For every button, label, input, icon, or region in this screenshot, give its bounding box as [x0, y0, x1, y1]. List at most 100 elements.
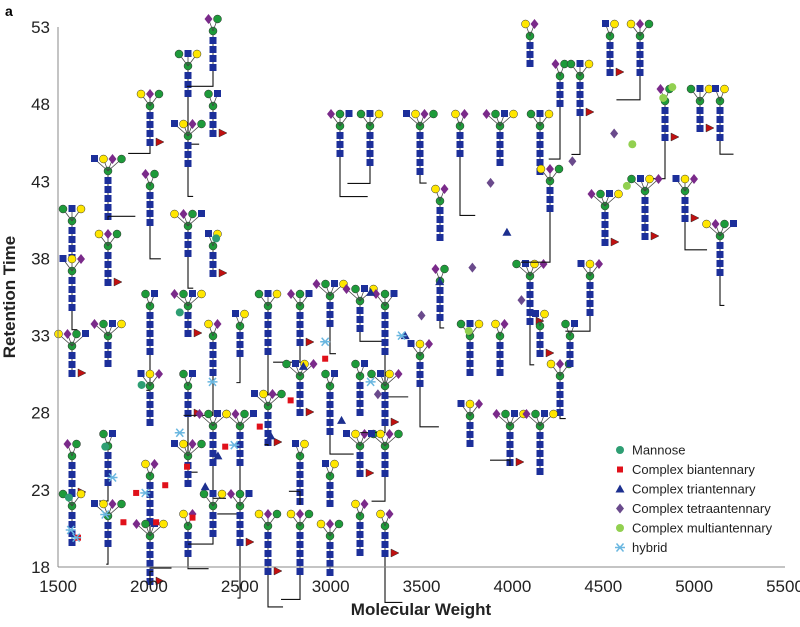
glycan-circle: [58, 204, 68, 214]
glycan-square: [104, 252, 112, 259]
x-tick-label: 4500: [584, 577, 622, 596]
glycan-square: [381, 541, 389, 548]
glycan-square: [209, 490, 217, 497]
glycan-structure: [58, 204, 86, 261]
glycan-circle: [117, 319, 126, 329]
glycan-square: [381, 330, 389, 337]
glycan-structure: [351, 499, 369, 556]
data-point: [517, 295, 526, 306]
glycan-diamond: [360, 429, 369, 439]
glycan-circle: [585, 259, 595, 269]
connector-line: [521, 212, 551, 263]
glycan-square: [416, 159, 424, 166]
glycan-square: [403, 110, 410, 117]
glycan-square: [189, 290, 196, 297]
legend-marker: [615, 484, 625, 493]
glycan-structure: [132, 519, 168, 586]
glycan-square: [146, 112, 154, 119]
glycan-structure: [627, 174, 663, 241]
data-point: [207, 377, 218, 387]
glycan-square: [296, 339, 304, 346]
glycan-square: [436, 305, 444, 312]
glycan-square: [381, 312, 389, 319]
glycan-structure: [227, 489, 255, 599]
glycan-circle: [526, 109, 536, 119]
glycan-circle: [112, 229, 122, 239]
glycan-square: [436, 216, 444, 223]
connector-line: [565, 316, 591, 332]
glycan-circle: [334, 519, 344, 529]
glycan-square: [326, 419, 334, 426]
glycan-structure: [91, 154, 136, 220]
glycan-square: [641, 215, 649, 222]
data-point: [65, 525, 76, 535]
legend-item: Mannose: [616, 443, 685, 458]
connector-line: [273, 346, 301, 363]
glycan-square: [381, 419, 389, 426]
connector-line: [187, 257, 194, 289]
glycan-square: [356, 470, 364, 477]
glycan-circle: [380, 289, 390, 299]
glycan-diamond: [309, 359, 318, 369]
glycan-square: [184, 72, 192, 79]
glycan-square: [236, 432, 244, 439]
glycan-triangle: [155, 576, 165, 586]
glycan-square: [556, 391, 564, 398]
glycan-square: [336, 141, 344, 148]
glycan-square: [672, 175, 680, 182]
glycan-square: [381, 348, 389, 355]
glycan-square: [236, 530, 244, 537]
glycan-square: [636, 51, 644, 58]
glycan-square: [245, 490, 253, 497]
glycan-square: [636, 42, 644, 49]
glycan-circle: [141, 519, 150, 529]
y-tick-label: 43: [31, 172, 50, 191]
glycan-square: [416, 362, 424, 369]
glycan-square: [712, 85, 719, 92]
glycan-circle: [686, 84, 696, 94]
glycan-square: [366, 141, 374, 148]
glycan-square: [59, 255, 67, 262]
glycan-square: [146, 419, 154, 426]
glycan-diamond: [268, 389, 277, 399]
glycan-structure: [368, 429, 403, 502]
glycan-square: [436, 314, 444, 321]
glycan-diamond: [231, 409, 240, 419]
glycan-circle: [179, 289, 188, 299]
glycan-square: [184, 550, 192, 557]
glycan-structure: [254, 509, 284, 608]
glycan-square: [109, 430, 116, 437]
glycan-structure: [170, 289, 206, 338]
glycan-circle: [385, 369, 394, 379]
glycan-circle: [300, 439, 309, 449]
glycan-square: [151, 290, 158, 297]
glycan-square: [146, 339, 154, 346]
glycan-square: [541, 410, 548, 417]
glycan-structure: [58, 489, 86, 546]
glycan-square: [606, 190, 613, 197]
glycan-square: [184, 81, 192, 88]
glycan-diamond: [492, 409, 501, 419]
glycan-square: [496, 150, 504, 157]
glycan-circle: [491, 319, 500, 329]
glycan-structure: [312, 279, 348, 355]
glycan-circle: [394, 429, 403, 439]
glycan-diamond: [104, 229, 112, 239]
glycan-square: [264, 568, 272, 575]
glycan-square: [146, 542, 154, 549]
glycan-diamond: [312, 279, 321, 289]
glycan-square: [305, 290, 313, 297]
data-point: [120, 519, 127, 526]
series-complex-triantennary: [200, 227, 512, 491]
data-point: [373, 389, 382, 400]
data-point: [337, 415, 347, 424]
glycan-square: [68, 245, 76, 252]
glycan-square: [209, 512, 217, 519]
glycan-square: [381, 410, 389, 417]
glycan-circle: [58, 489, 68, 499]
glycan-diamond: [372, 289, 380, 299]
legend-marker: [617, 466, 623, 473]
glycan-circle: [154, 89, 164, 99]
glycan-circle: [509, 109, 518, 119]
glycan-square: [184, 90, 192, 97]
